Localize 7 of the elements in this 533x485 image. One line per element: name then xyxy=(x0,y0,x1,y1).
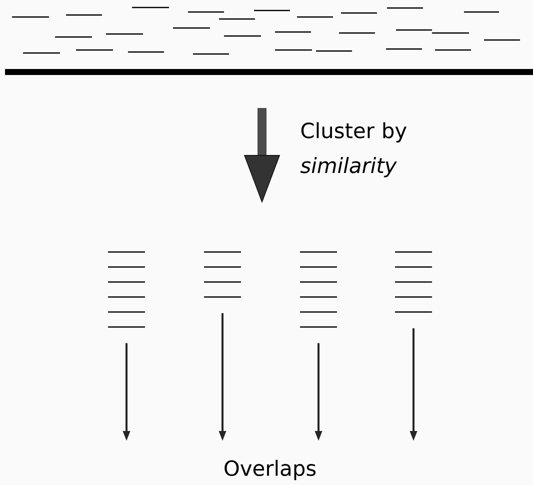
reads-drawing xyxy=(5,6,533,75)
read-cluster-drawing xyxy=(395,251,432,313)
read-cluster-drawing xyxy=(204,251,241,298)
step-label: Cluster by similarity xyxy=(300,122,406,178)
read-cluster-drawing xyxy=(108,251,145,328)
result-label: Overlaps xyxy=(224,460,316,480)
read-cluster-drawing xyxy=(300,251,337,328)
